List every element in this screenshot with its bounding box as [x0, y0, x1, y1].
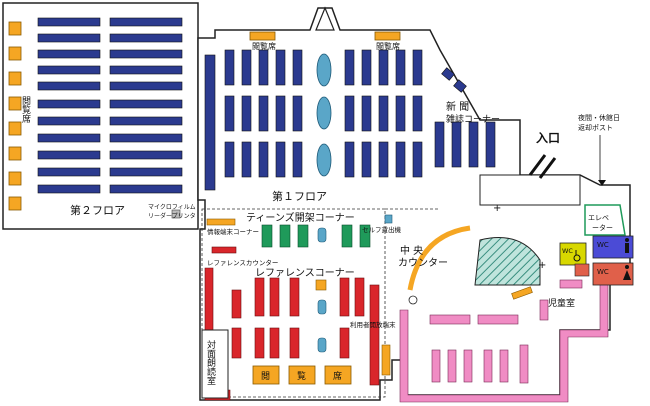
- building-peak: [315, 6, 335, 31]
- return-post-label-1: 夜間・休館日: [578, 113, 620, 122]
- central-counter: [474, 237, 541, 286]
- wc-label-3: WC: [597, 268, 609, 276]
- children-room-label: 児童室: [548, 297, 575, 309]
- central-counter-label-2: カウンター: [398, 257, 448, 269]
- reading-bottom-char-2: 覧: [297, 370, 306, 382]
- reading-seat-top-left: [249, 31, 276, 41]
- reference-counter-small: [315, 279, 327, 291]
- elevator-label-2: ーター: [592, 223, 613, 232]
- face-reading-room: [201, 329, 229, 399]
- self-checkout-label: セルフ貸出機: [362, 225, 402, 234]
- floor2-reading-label: 閲覧席: [20, 96, 31, 124]
- reference-pillars: [317, 299, 327, 353]
- wheelchair-icon: [573, 250, 581, 262]
- floor1-shelves: [204, 49, 496, 191]
- return-desk: [511, 286, 533, 300]
- reading-seat-top-right: [374, 31, 401, 41]
- wc-man-icon: [625, 238, 629, 253]
- stair-marker: [598, 180, 606, 186]
- elevator-label-1: エレベ: [588, 214, 609, 222]
- counter-arc: [407, 225, 471, 291]
- reading-bottom-char-1: 閲: [261, 371, 270, 382]
- reference-counter-desk: [211, 246, 237, 254]
- reading-seat-bottom-3: [324, 365, 352, 385]
- info-terminal-desk: [206, 218, 236, 226]
- teens-label: ティーンズ開架コーナー: [246, 211, 355, 224]
- reading-seat-bottom-2: [288, 365, 316, 385]
- info-terminal-label: 情報端末コーナー: [207, 227, 259, 236]
- microfilm-reader: [171, 209, 181, 219]
- wc-men: [592, 235, 634, 259]
- entrance-door: [528, 154, 557, 179]
- wc-women: [592, 262, 634, 286]
- microfilm-label-1: マイクロフィルム: [148, 204, 196, 211]
- floor2-shelves: [37, 17, 183, 194]
- floor1-label: 第１フロア: [272, 189, 327, 203]
- face-reading-label: 対面朗読室: [205, 339, 216, 385]
- reading-bottom-char-3: 席: [333, 370, 342, 382]
- newspaper-label-2: 雑誌コーナー: [446, 113, 500, 125]
- newspaper-label-1: 新 聞: [446, 100, 469, 113]
- user-terminal-label: 利用者開放端末: [350, 320, 396, 329]
- cross-mark-1: +: [493, 203, 501, 214]
- entrance-label: 入口: [536, 131, 560, 145]
- reading-top-right-label: 閲覧席: [376, 41, 400, 51]
- elevator: [584, 204, 626, 236]
- microfilm-label-2: リーダープリンタ: [148, 212, 196, 220]
- wc-woman-icon: [623, 265, 631, 280]
- self-checkout-machine: [384, 214, 393, 224]
- pillars: [316, 53, 332, 177]
- reading-seat-bottom-1: [252, 365, 280, 385]
- children-counter: [559, 279, 583, 289]
- reading-top-left-label: 閲覧席: [252, 41, 276, 51]
- user-terminal-desk: [381, 344, 391, 376]
- return-post-label-2: 返却ポスト: [578, 123, 613, 132]
- counter-round-seat: [408, 295, 418, 305]
- reference-shelves: [231, 277, 380, 386]
- floor2-label: 第２フロア: [70, 203, 125, 217]
- cross-mark-2: +: [538, 260, 546, 271]
- entrance-hall: [479, 174, 581, 206]
- children-shelves: [429, 299, 549, 384]
- teens-shelves: [261, 224, 371, 248]
- reference-counter-label: レファレンスカウンター: [207, 258, 278, 267]
- floor2-reading-seats: [8, 21, 22, 211]
- teens-pillar: [317, 227, 327, 243]
- teens-zone-border: [201, 208, 386, 398]
- reference-corner-label: レファレンスコーナー: [255, 267, 355, 279]
- wc-small: [574, 263, 590, 277]
- wc-label-1: WC: [562, 247, 573, 255]
- wc-label-2: WC: [597, 241, 609, 249]
- central-counter-label-1: 中 央: [400, 244, 423, 257]
